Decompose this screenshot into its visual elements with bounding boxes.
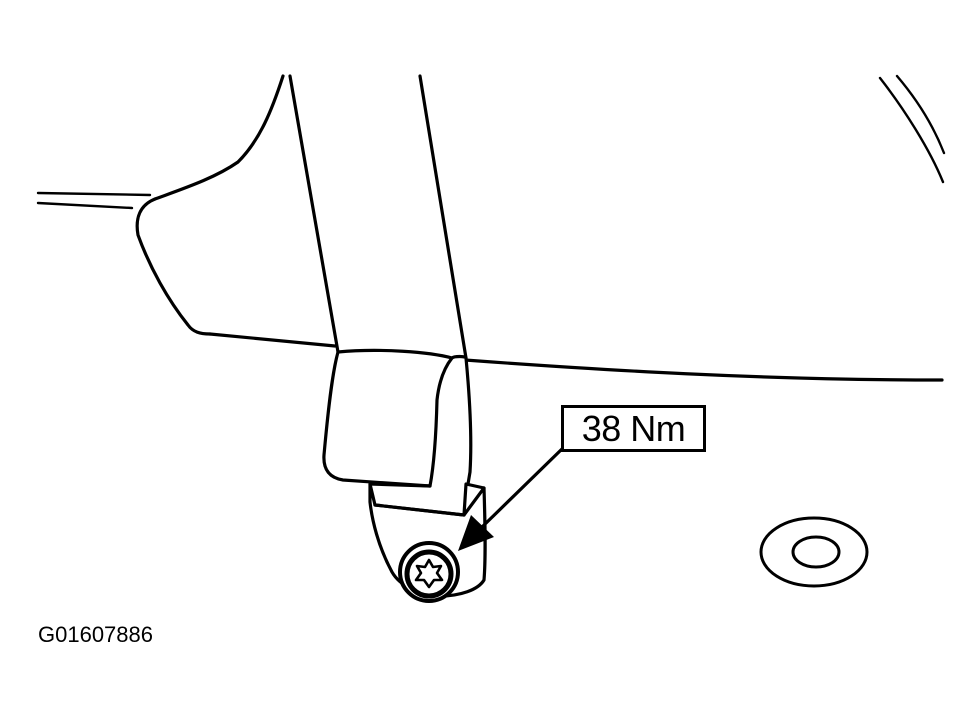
drain-plug-icon <box>759 516 869 588</box>
figure-id: G01607886 <box>38 622 153 647</box>
torque-label: 38 Nm <box>581 407 686 449</box>
bracket-strap <box>288 74 473 488</box>
housing-outline <box>36 74 944 382</box>
arrow-icon <box>458 446 565 551</box>
housing-right-edge <box>878 74 946 184</box>
torque-callout: 38 Nm <box>561 405 706 452</box>
torx-bolt-icon <box>398 541 460 603</box>
